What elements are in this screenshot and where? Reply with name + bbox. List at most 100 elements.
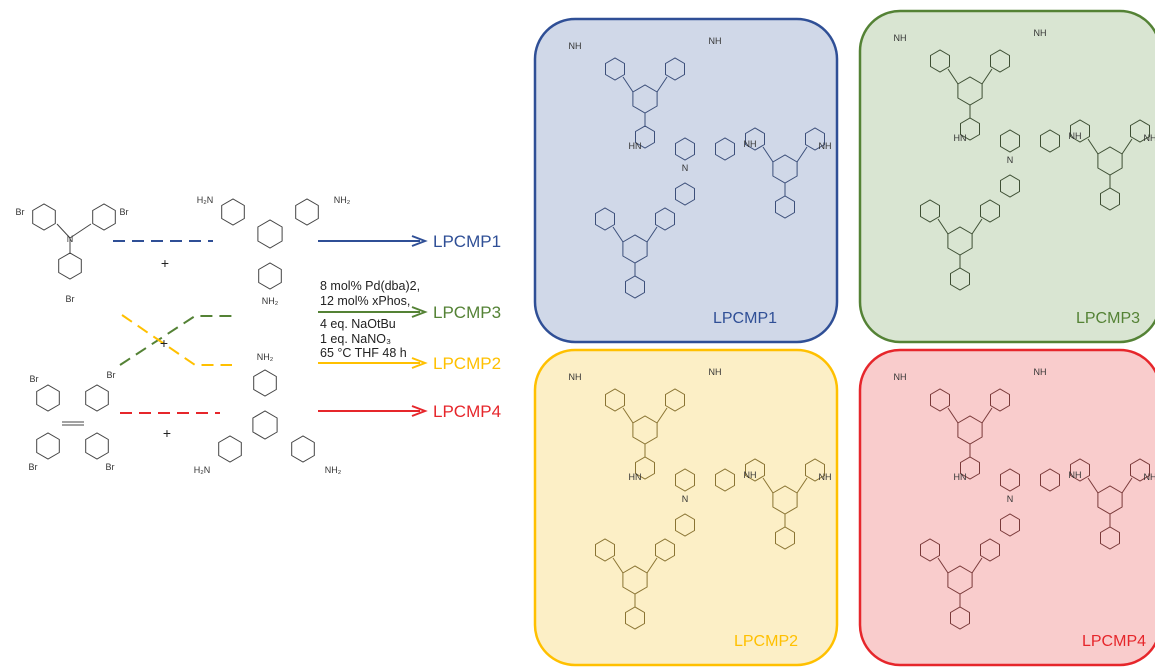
- hn-label: HN: [629, 141, 642, 151]
- panel-lpcmp4: [858, 348, 1155, 667]
- benzene-ring: [655, 538, 675, 562]
- bond: [762, 146, 774, 163]
- benzene-ring: [635, 456, 655, 480]
- amine-label: NH₂: [325, 465, 342, 475]
- arrow-lpcmp3: [318, 306, 428, 318]
- benzene-ring: [745, 127, 765, 151]
- benzene-ring: [675, 468, 695, 492]
- benzene-ring: [805, 458, 825, 482]
- hn-label: HN: [629, 472, 642, 482]
- benzene-ring: [1100, 526, 1120, 550]
- benzene-ring: [625, 275, 645, 299]
- arrow-lpcmp1: [318, 235, 428, 247]
- bond: [646, 226, 658, 243]
- nh-label: NH: [1034, 28, 1047, 38]
- benzene-ring: [920, 538, 940, 562]
- benzene-ring: [665, 388, 685, 412]
- amine-label: H₂N: [194, 465, 211, 475]
- benzene-ring: [1040, 129, 1060, 153]
- benzene-ring: [675, 513, 695, 537]
- bond: [1087, 477, 1099, 494]
- nh-label: NH: [894, 33, 907, 43]
- benzene-ring: [92, 203, 116, 231]
- benzene-ring: [1130, 458, 1150, 482]
- bond: [622, 407, 634, 424]
- benzene-ring: [1000, 468, 1020, 492]
- benzene-ring: [960, 456, 980, 480]
- benzene-ring: [675, 182, 695, 206]
- benzene-ring: [1130, 119, 1150, 143]
- arrow-lpcmp2: [318, 357, 428, 369]
- hn-label: HN: [954, 133, 967, 143]
- nh-label: NH: [709, 36, 722, 46]
- product-label-lpcmp1: LPCMP1: [433, 232, 501, 251]
- benzene-ring: [1070, 458, 1090, 482]
- benzene-ring: [990, 49, 1010, 73]
- nh-label: NH: [1069, 131, 1082, 141]
- bond: [981, 407, 993, 424]
- condition-line-2: 12 mol% xPhos,: [320, 294, 410, 308]
- benzene-ring: [950, 606, 970, 630]
- amine-label: NH₂: [334, 195, 351, 205]
- benzene-ring: [85, 384, 109, 412]
- benzene-ring: [1000, 129, 1020, 153]
- nh-label: NH: [819, 472, 832, 482]
- panel-label-lpcmp2: LPCMP2: [734, 633, 798, 650]
- benzene-ring: [775, 526, 795, 550]
- bond: [796, 477, 808, 494]
- nh-label: NH: [819, 141, 832, 151]
- benzene-ring: [218, 435, 242, 463]
- nh-label: NH: [1144, 472, 1155, 482]
- benzene-ring: [675, 137, 695, 161]
- benzene-ring: [605, 57, 625, 81]
- benzene-ring: [295, 198, 319, 226]
- bond: [656, 407, 668, 424]
- nitrogen-label: N: [1007, 155, 1014, 165]
- benzene-ring: [595, 538, 615, 562]
- benzene-ring: [980, 538, 1000, 562]
- benzene-ring: [257, 219, 283, 249]
- bond: [56, 223, 71, 239]
- benzene-ring: [930, 49, 950, 73]
- nitrogen-label: N: [682, 163, 689, 173]
- benzene-ring: [1000, 513, 1020, 537]
- nh-label: NH: [1069, 470, 1082, 480]
- bromine-label: Br: [107, 370, 116, 380]
- nh-label: NH: [744, 470, 757, 480]
- bond: [622, 76, 634, 93]
- benzene-ring: [715, 468, 735, 492]
- panel-label-lpcmp3: LPCMP3: [1076, 310, 1140, 327]
- nh-label: NH: [1034, 367, 1047, 377]
- benzene-ring: [625, 606, 645, 630]
- benzene-ring: [745, 458, 765, 482]
- nh-label: NH: [569, 372, 582, 382]
- benzene-ring: [258, 262, 282, 290]
- nh-label: NH: [894, 372, 907, 382]
- bond: [937, 218, 949, 235]
- product-label-lpcmp3: LPCMP3: [433, 303, 501, 322]
- bromine-label: Br: [29, 462, 38, 472]
- benzene-ring: [595, 207, 615, 231]
- nh-label: NH: [1144, 133, 1155, 143]
- benzene-ring: [36, 432, 60, 460]
- nh-label: NH: [744, 139, 757, 149]
- nh-label: NH: [569, 41, 582, 51]
- benzene-ring: [775, 195, 795, 219]
- condition-line-4: 1 eq. NaNO₃: [320, 332, 391, 346]
- nitrogen-label: N: [67, 234, 74, 244]
- amine-label: NH₂: [262, 296, 279, 306]
- plus-sign-top: +: [161, 255, 169, 271]
- benzene-ring: [990, 388, 1010, 412]
- bond: [69, 223, 92, 239]
- bond: [612, 226, 624, 243]
- product-label-lpcmp2: LPCMP2: [433, 354, 501, 373]
- bond: [656, 76, 668, 93]
- nitrogen-label: N: [682, 494, 689, 504]
- bond: [971, 218, 983, 235]
- benzene-ring: [85, 432, 109, 460]
- hn-label: HN: [954, 472, 967, 482]
- benzene-ring: [930, 388, 950, 412]
- benzene-ring: [1070, 119, 1090, 143]
- bromine-label: Br: [30, 374, 39, 384]
